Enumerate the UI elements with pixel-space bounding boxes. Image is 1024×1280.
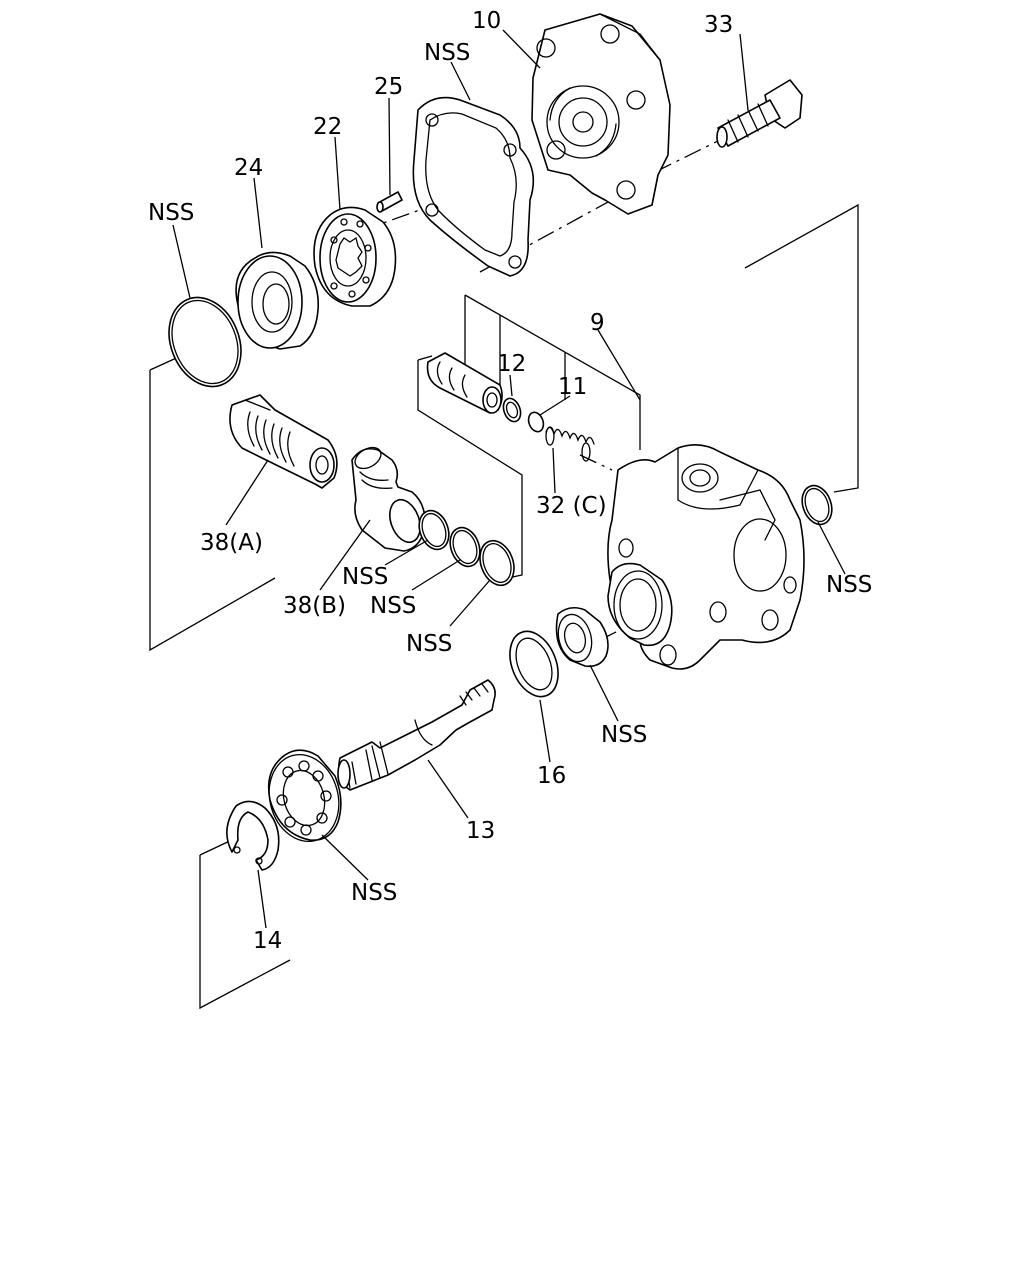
label-part-14: 14 — [253, 928, 282, 954]
label-part-9: 9 — [590, 310, 605, 336]
ball-bearing-part — [267, 749, 342, 843]
label-part-13: 13 — [466, 818, 495, 844]
drive-shaft-part — [337, 679, 496, 791]
label-nss-ring-3: NSS — [406, 631, 452, 657]
label-part-12: 12 — [497, 351, 526, 377]
o-ring-small-1-part — [418, 509, 450, 551]
label-nss-o-ring-left: NSS — [148, 200, 194, 226]
o-ring-right-part — [801, 484, 833, 526]
rear-cover-part — [531, 13, 671, 215]
pump-housing-part — [607, 444, 805, 670]
spool-ring-11-part — [527, 411, 545, 433]
bolt-part — [716, 79, 803, 148]
label-part-38a: 38(A) — [200, 530, 263, 556]
label-nss-gasket: NSS — [424, 40, 470, 66]
dowel-pin-part — [376, 191, 403, 213]
label-part-16: 16 — [537, 763, 566, 789]
washer-part — [509, 630, 559, 698]
valve-spool-part — [426, 352, 503, 414]
relief-valve-part — [229, 394, 338, 489]
label-part-24: 24 — [234, 155, 263, 181]
label-leader-lines — [172, 29, 846, 929]
label-part-11: 11 — [558, 374, 587, 400]
label-part-38b: 38(B) — [283, 593, 346, 619]
valve-spring-part — [545, 426, 595, 462]
callout-labels: 10 33 NSS 25 22 24 NSS 9 12 11 32 (C) 38… — [148, 8, 872, 954]
o-ring-left-part — [168, 296, 242, 388]
o-ring-small-2-part — [449, 526, 481, 568]
spool-ring-12-part — [502, 397, 522, 423]
label-part-33: 33 — [704, 12, 733, 38]
side-plate-part — [235, 251, 320, 350]
label-nss-ring-2: NSS — [370, 593, 416, 619]
label-nss-bearing: NSS — [351, 880, 397, 906]
label-nss-ring-1: NSS — [342, 564, 388, 590]
label-nss-oil-seal: NSS — [601, 722, 647, 748]
o-ring-small-3-part — [479, 539, 515, 587]
label-part-25: 25 — [374, 74, 403, 100]
snap-ring-part — [226, 800, 280, 871]
group-frame-lines — [149, 203, 859, 1010]
cover-gasket-part — [412, 96, 535, 277]
label-part-32c: 32 (C) — [536, 493, 607, 519]
elbow-connector-part — [351, 446, 426, 552]
rotor-part — [313, 206, 397, 307]
oil-seal-part — [555, 606, 609, 668]
label-part-10: 10 — [472, 8, 501, 34]
label-part-22: 22 — [313, 114, 342, 140]
label-nss-o-ring-right: NSS — [826, 572, 872, 598]
